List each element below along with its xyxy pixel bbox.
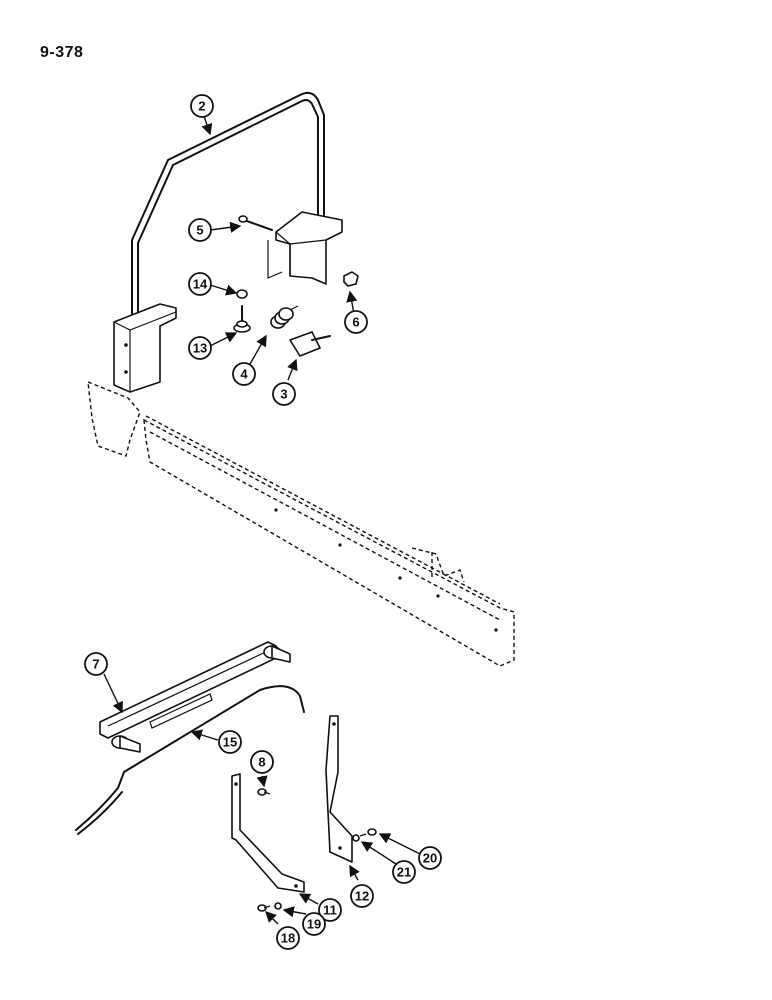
svg-text:11: 11 [323,903,337,918]
handrail-part [113,91,343,393]
lever-part [231,773,305,893]
svg-text:2: 2 [198,99,205,114]
lever-part [325,715,353,863]
svg-text:7: 7 [92,657,99,672]
svg-text:15: 15 [223,735,237,750]
callout-4: 4 [232,362,256,386]
svg-text:4: 4 [240,367,248,382]
callout-21: 21 [392,860,416,884]
callout-3: 3 [272,382,296,406]
callout-15: 15 [218,730,242,754]
bolt-part [233,305,251,333]
small-hardware [257,788,377,912]
callout-13: 13 [188,336,212,360]
svg-text:20: 20 [423,851,437,866]
callout-6: 6 [344,310,368,334]
bolt-part [238,215,273,231]
callout-19: 19 [302,912,326,936]
callout-14: 14 [188,272,212,296]
callout-20: 20 [418,846,442,870]
page-number: 9-378 [40,44,84,61]
bracket-plate [99,641,291,753]
svg-text:18: 18 [281,931,295,946]
latch-part [289,331,331,357]
callout-18: 18 [276,926,300,950]
svg-text:8: 8 [258,755,265,770]
nut-part [343,271,359,287]
frame-beam [87,380,515,667]
spring-part [270,305,299,329]
callout-5: 5 [188,218,212,242]
svg-text:14: 14 [193,277,208,292]
callout-2: 2 [190,94,214,118]
svg-text:19: 19 [307,917,321,932]
callout-7: 7 [84,652,108,676]
nut-part [236,289,248,299]
svg-text:21: 21 [397,865,411,880]
svg-text:5: 5 [196,223,203,238]
svg-text:3: 3 [280,387,287,402]
callout-11: 11 [318,898,342,922]
callout-8: 8 [250,750,274,774]
svg-text:13: 13 [193,341,207,356]
svg-text:12: 12 [355,889,369,904]
svg-text:6: 6 [352,315,359,330]
callout-12: 12 [350,884,374,908]
